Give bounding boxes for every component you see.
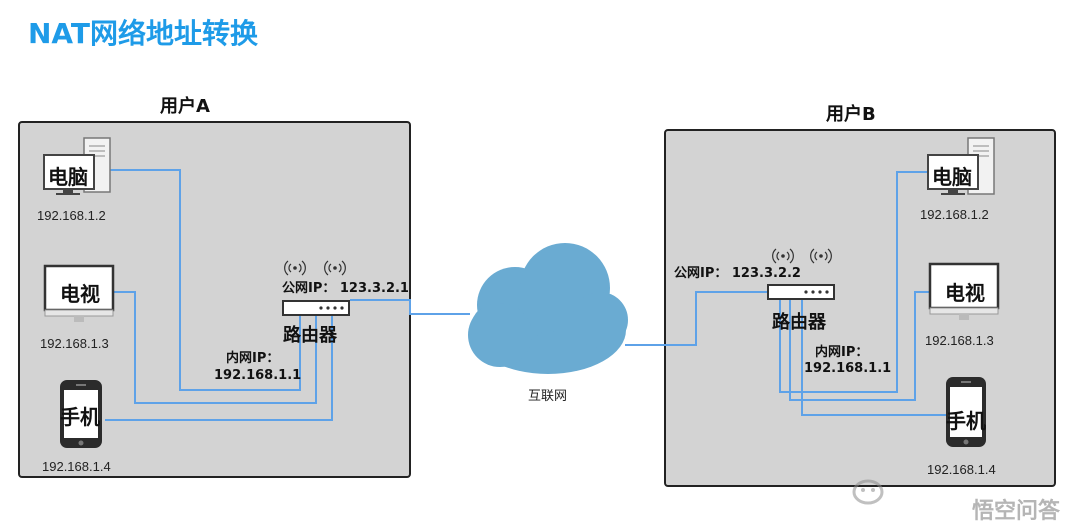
- user-a-router-label: 路由器: [283, 325, 337, 346]
- user-b-router: [767, 284, 835, 300]
- user-b-router-label: 路由器: [772, 312, 826, 333]
- user-a-links: [97, 169, 470, 421]
- user-a-wifi-icons: [284, 260, 346, 276]
- user-b-tv-label: 电视: [945, 281, 985, 305]
- link-b-pc-router: [779, 171, 928, 393]
- user-a-private-ip-label: 内网IP：: [226, 351, 280, 366]
- user-b-links: [625, 171, 948, 416]
- link-a-tv-router: [100, 291, 317, 404]
- user-b-tv: [928, 262, 1000, 320]
- user-a-phone: [60, 380, 102, 448]
- user-a-phone-label: 手机: [60, 405, 100, 429]
- user-b-private-ip-label: 内网IP：: [815, 345, 869, 360]
- user-b-pc-monitor: [927, 154, 979, 195]
- user-a-phone-ip: 192.168.1.4: [42, 459, 111, 474]
- link-b-internet-router: [625, 291, 768, 346]
- user-b-pc-ip: 192.168.1.2: [920, 207, 989, 222]
- user-b-phone: [946, 377, 986, 447]
- user-b-public-ip: 公网IP： 123.3.2.2: [674, 266, 801, 281]
- link-a-pc-router: [97, 169, 301, 391]
- user-a-pc-monitor: [43, 154, 95, 195]
- user-a-label: 用户A: [160, 96, 210, 117]
- user-a-pc-label: 电脑: [48, 165, 88, 189]
- user-a-tv-ip: 192.168.1.3: [40, 336, 109, 351]
- link-a-phone-router: [105, 302, 333, 421]
- user-a-private-ip: 192.168.1.1: [214, 368, 302, 383]
- watermark-logo: [852, 479, 884, 505]
- link-b-tv-router: [789, 291, 930, 401]
- user-b-pc-label: 电脑: [932, 165, 972, 189]
- internet-cloud: [468, 243, 628, 374]
- user-b-tv-ip: 192.168.1.3: [925, 333, 994, 348]
- link-a-router-internet: [350, 299, 470, 315]
- user-b-private-ip: 192.168.1.1: [804, 361, 892, 376]
- user-a-tv-label: 电视: [60, 282, 100, 306]
- user-a-pc-ip: 192.168.1.2: [37, 208, 106, 223]
- link-b-phone-router: [801, 300, 948, 416]
- user-b-phone-label: 手机: [946, 409, 986, 433]
- user-b-wifi-icons: [772, 248, 832, 264]
- user-a-public-ip: 公网IP： 123.3.2.1: [282, 281, 409, 296]
- watermark-text: 悟空问答: [971, 499, 1060, 524]
- diagram-title: NAT网络地址转换: [28, 17, 259, 50]
- user-b-phone-ip: 192.168.1.4: [927, 462, 996, 477]
- user-a-tv: [43, 264, 115, 322]
- user-a-router: [282, 300, 350, 316]
- user-b-label: 用户B: [826, 104, 876, 125]
- internet-label: 互联网: [528, 389, 568, 404]
